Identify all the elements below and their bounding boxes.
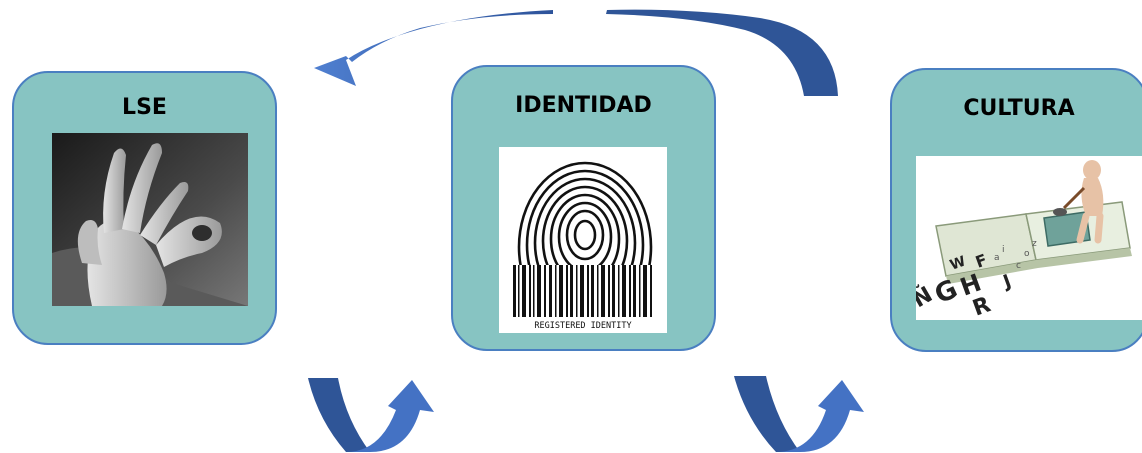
cultura-title: CULTURA — [963, 96, 1075, 121]
svg-text:c: c — [1016, 261, 1021, 271]
bottom-left-cycle-arrow — [308, 378, 434, 452]
lse-box: LSE — [12, 71, 277, 345]
letter-w: W — [948, 253, 968, 273]
svg-text:o: o — [1024, 249, 1030, 259]
bottom-right-cycle-arrow — [734, 376, 864, 452]
identidad-box: IDENTIDAD — [451, 65, 716, 351]
svg-text:a: a — [994, 253, 1000, 263]
lse-title: LSE — [122, 95, 167, 120]
cultura-box: CULTURA Ñ G H W R F J — [890, 68, 1142, 352]
svg-text:i: i — [1002, 245, 1005, 255]
svg-text:z: z — [1032, 239, 1037, 249]
identidad-title: IDENTIDAD — [515, 93, 652, 118]
fingerprint-caption: REGISTERED IDENTITY — [534, 321, 631, 331]
hand-sign-image — [52, 133, 248, 306]
fingerprint-barcode-image: REGISTERED IDENTITY — [499, 147, 667, 333]
